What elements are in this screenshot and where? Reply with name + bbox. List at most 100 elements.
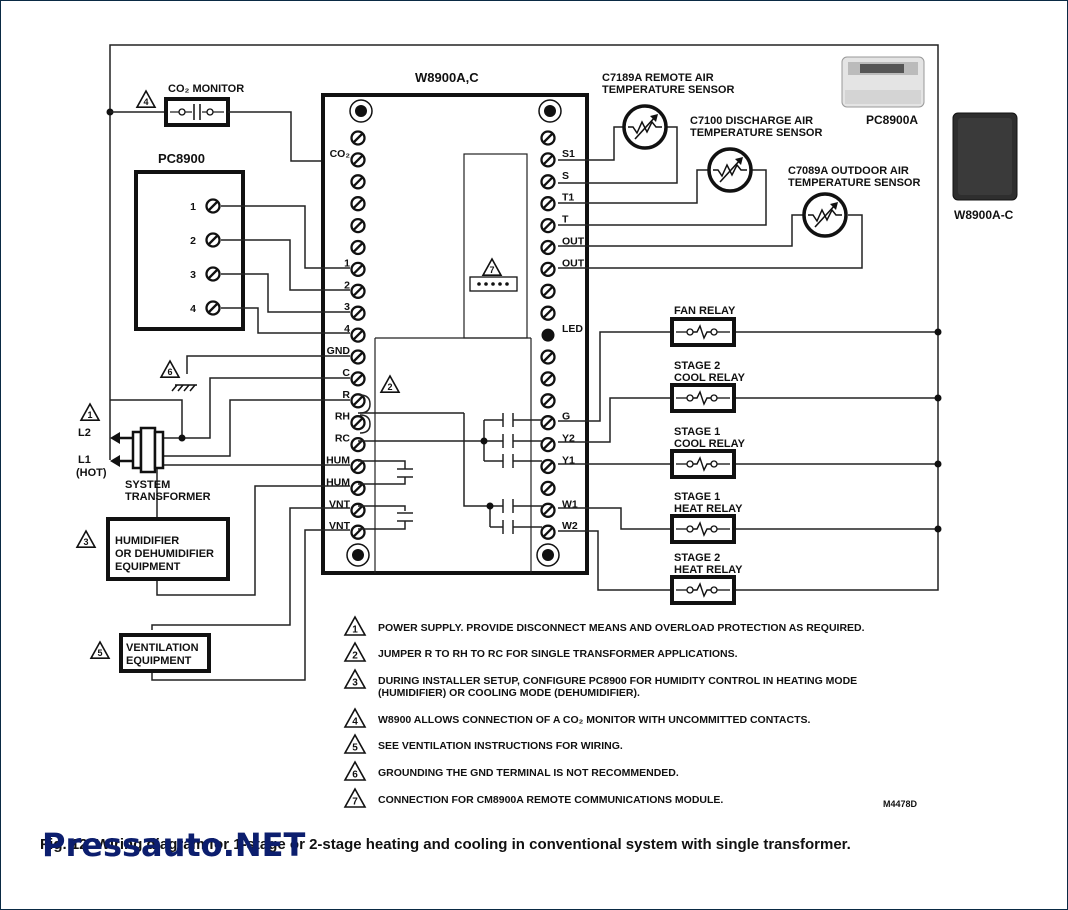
relay-label-1: FAN RELAY [674,305,736,317]
pc8900a-label: PC8900A [866,113,918,127]
terminal-screw [350,217,366,234]
terminal-screw [540,261,556,278]
terminal-screw [540,305,556,321]
terminal-screw [350,174,366,190]
transformer-label-2: TRANSFORMER [125,491,211,503]
right-terminal-label: W2 [562,520,578,532]
sensor-label-2: TEMPERATURE SENSOR [602,84,734,96]
note-ref-6-icon: 6 [159,359,181,379]
pc8900-terminal-screw [205,300,221,316]
terminal-screw [350,239,366,256]
terminal-screw [540,524,556,540]
left-terminal-label: 1 [344,257,350,269]
left-terminal-label: RC [335,433,351,445]
left-terminal-label: 2 [344,279,350,291]
relay-label-1: STAGE 2 [674,360,720,372]
right-terminal-label: LED [562,323,583,335]
system-transformer: L2 L1 (HOT) SYSTEM TRANSFORMER [76,426,211,503]
triangle-number: 1 [352,625,358,636]
coil-icon [693,324,711,340]
humidifier-label-1: HUMIDIFIER [115,535,179,547]
controller-title: W8900A,C [415,70,479,85]
relay: FAN RELAY [670,305,736,347]
terminal-screw [540,152,556,168]
note-ref-3-icon: 3 [75,529,97,549]
terminal-screw [540,502,556,518]
note-text: CONNECTION FOR CM8900A REMOTE COMMUNICAT… [378,794,723,806]
right-terminal-label: S1 [562,148,575,160]
terminal-screw [350,130,366,146]
note-text: GROUNDING THE GND TERMINAL IS NOT RECOMM… [378,767,679,779]
triangle-number: 3 [352,678,358,689]
terminal-screw [540,371,556,387]
sensor-label-1: C7089A OUTDOOR AIR [788,165,909,177]
terminal-screw [350,393,366,409]
right-terminal-label: T1 [562,192,574,204]
terminal-screw [540,349,556,365]
warning-triangle-icon: 3 [343,668,367,689]
terminal-screw [350,261,366,278]
triangle-number: 5 [352,743,358,754]
warning-triangle-icon: 5 [343,733,367,754]
relay-label-2: COOL RELAY [674,372,746,384]
terminal-screw [350,152,366,168]
triangle-number: 6 [167,367,172,377]
left-terminal-label: GND [327,345,351,357]
coil-icon [693,456,711,472]
coil-icon [693,582,711,598]
terminal-screw [350,415,366,431]
humidifier-box: HUMIDIFIER OR DEHUMIDIFIER EQUIPMENT [106,517,230,581]
right-terminal-label: OUT [562,236,585,248]
sensor-label-2: TEMPERATURE SENSOR [788,177,920,189]
note-ref-2-icon: 2 [379,374,401,394]
terminal-screw [350,283,366,299]
relay-label-2: HEAT RELAY [674,503,743,515]
terminal-screw [540,196,556,212]
left-terminal-label: VNT [329,520,351,532]
l1-label: L1 [78,454,91,466]
drawing-number: M4478D [883,799,918,809]
terminal-screw [540,480,556,497]
triangle-number: 4 [352,717,358,728]
right-terminal-label: S [562,170,569,182]
pc8900-title: PC8900 [158,151,205,166]
triangle-number: 1 [87,410,92,420]
co2-monitor: CO₂ MONITOR [106,83,350,162]
pc8900-wires [221,205,350,334]
note-ref-7-icon: 7 [481,257,503,277]
terminal-screw [540,130,556,146]
mounting-holes [346,99,562,567]
right-terminal-label: Y2 [562,433,575,445]
warning-triangle-icon: 4 [343,707,367,728]
sensor-label-2: TEMPERATURE SENSOR [690,127,822,139]
triangle-number: 4 [143,97,148,107]
terminal-screw [350,480,366,497]
humidifier-label-3: EQUIPMENT [115,561,181,573]
terminal-screw [350,436,366,453]
terminal-screw [350,371,366,387]
sensor-label-1: C7100 DISCHARGE AIR [690,115,813,127]
right-terminal-label: T [562,214,569,226]
pc8900-terminal-screw [205,198,221,214]
note-ref-5-icon: 5 [89,640,111,660]
warning-triangle-icon: 6 [343,760,367,781]
co2-monitor-label: CO₂ MONITOR [168,83,244,95]
pc8900-box: PC8900 [134,151,245,331]
triangle-number: 5 [97,648,102,658]
transformer-label-1: SYSTEM [125,479,170,491]
left-terminal-label: 4 [344,323,350,335]
terminal-screw [350,349,366,365]
relay-label-1: STAGE 2 [674,552,720,564]
